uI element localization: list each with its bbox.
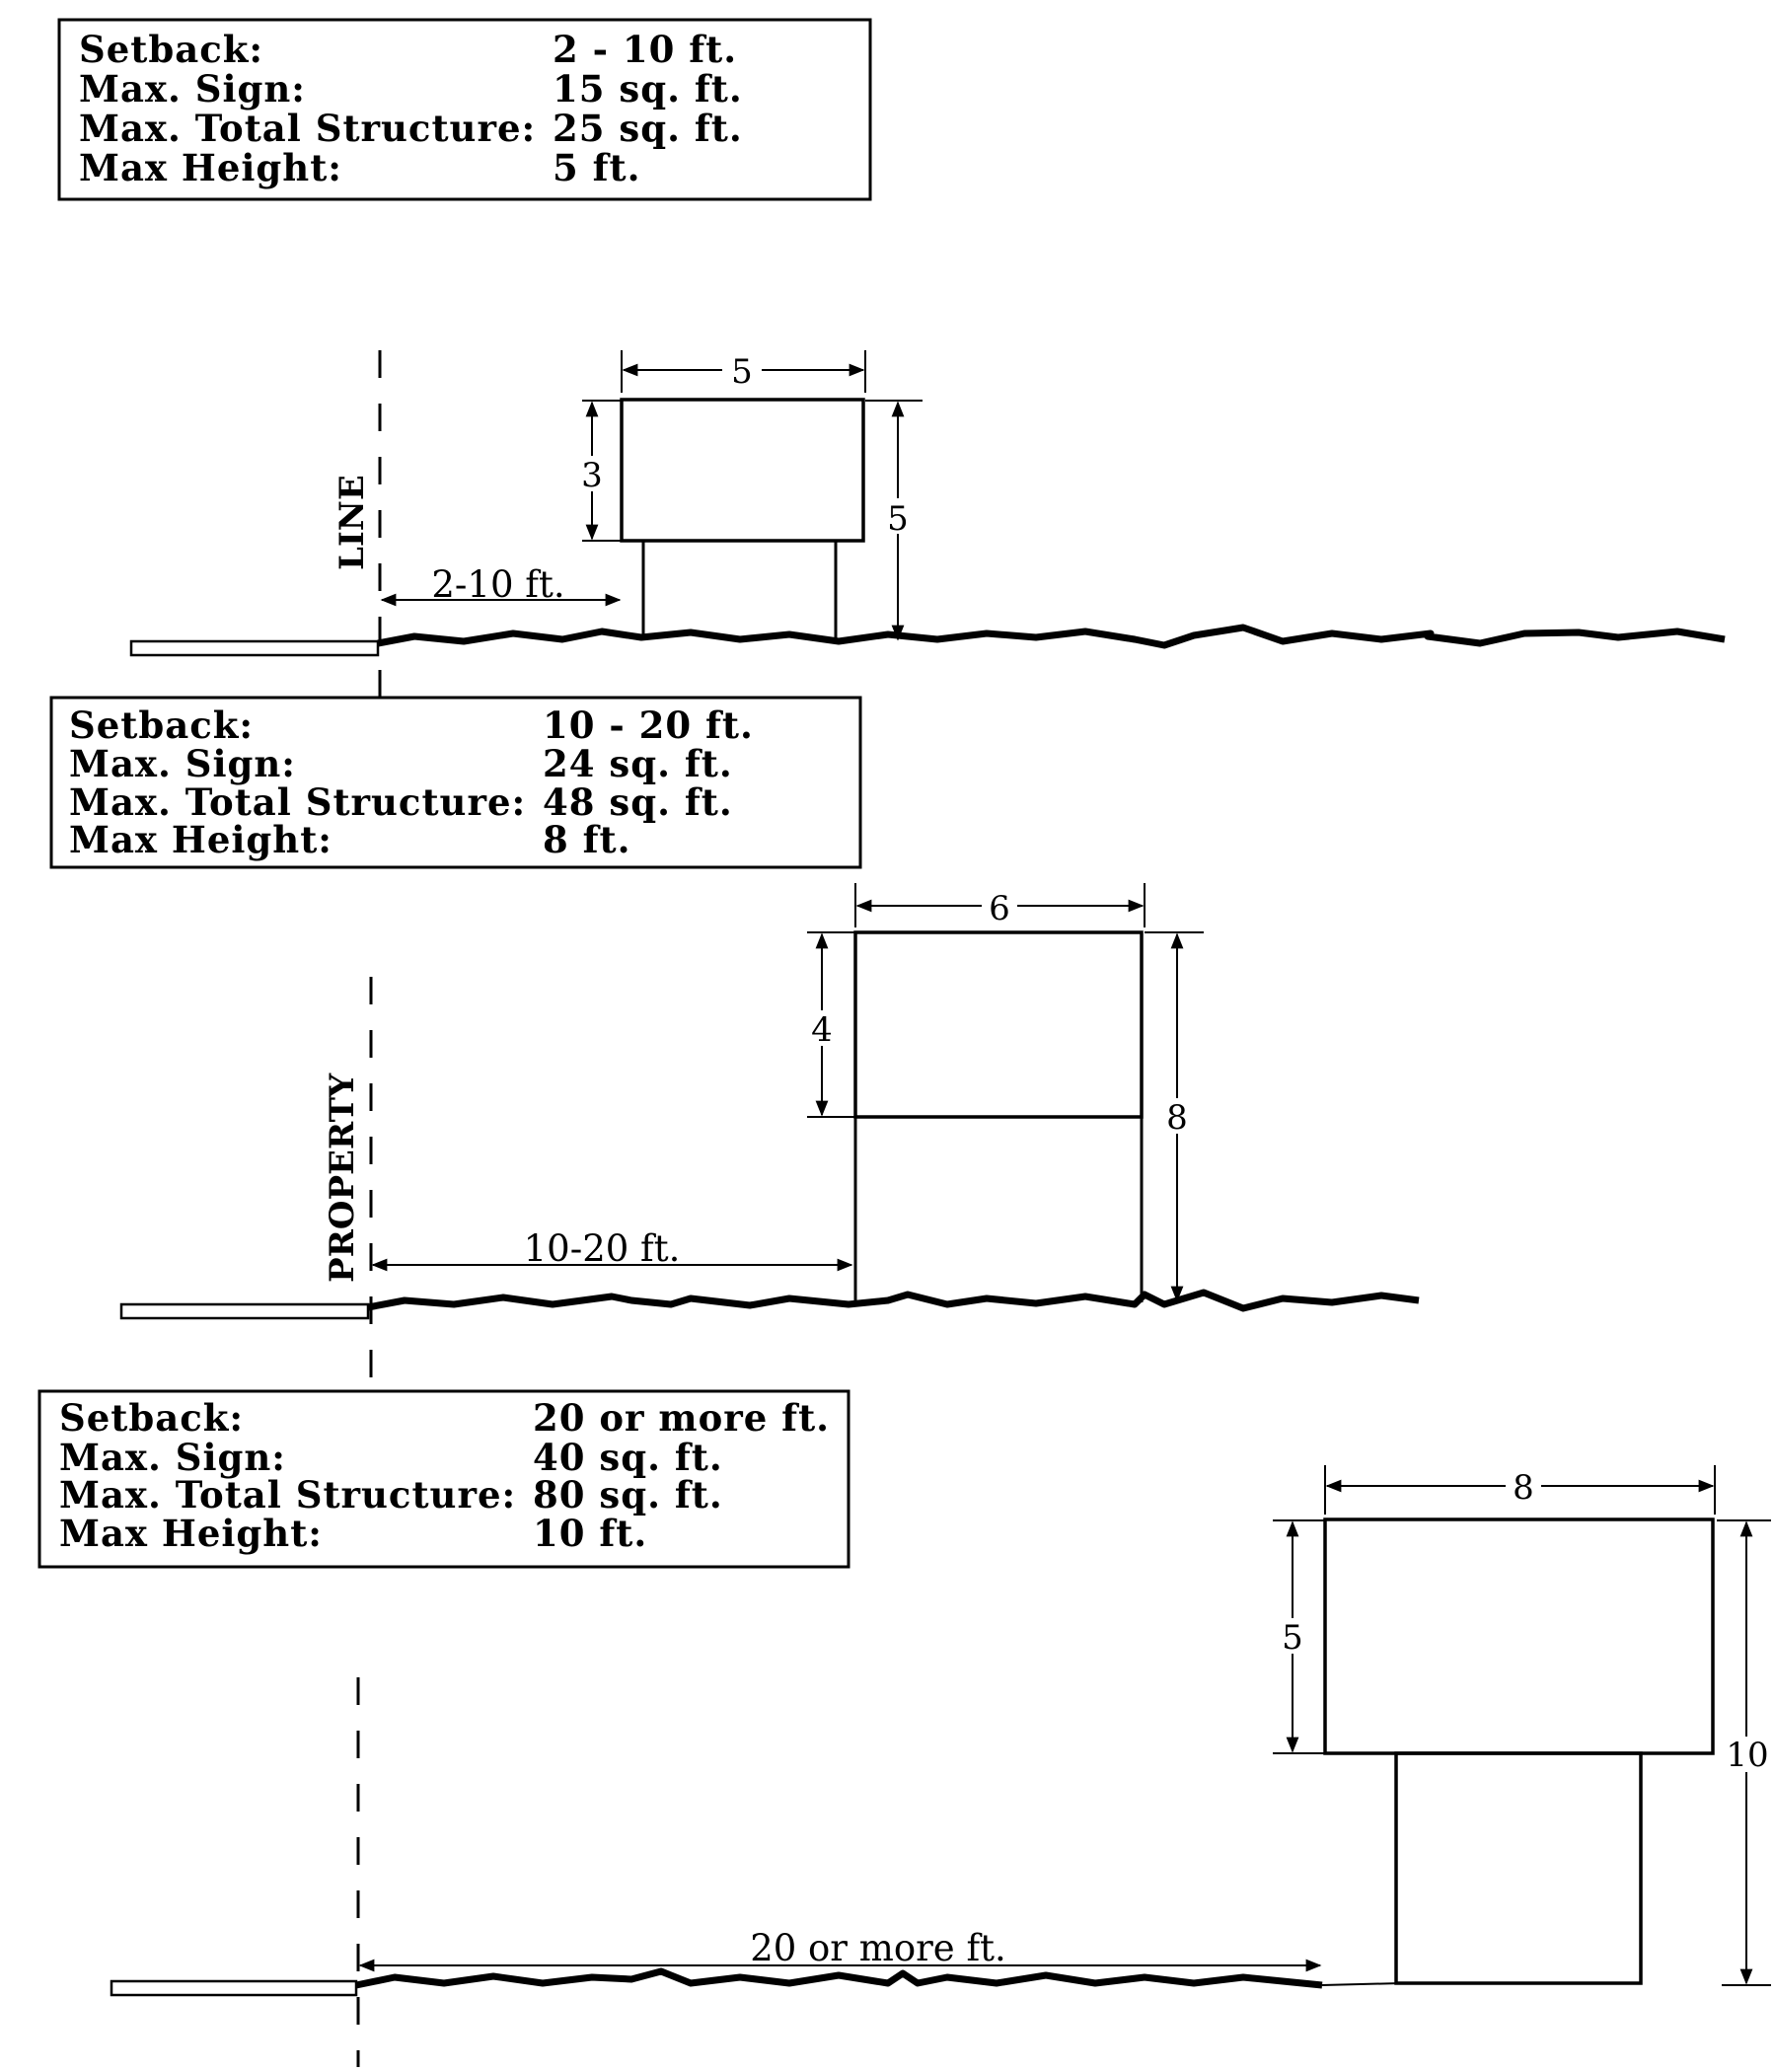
spec-value-max-sign: 15 sq. ft. (553, 67, 743, 111)
dim-label-bg (982, 888, 1017, 924)
spec-label-max-sign: Max. Sign: (59, 1436, 286, 1479)
dim-total-height-label-3: 10 (1726, 1736, 1768, 1775)
ground-3 (355, 1967, 1323, 1989)
dim-width-label-1: 5 (731, 352, 753, 392)
ground-3-thin (1321, 1982, 1402, 1986)
panel-3: Setback: 20 or more ft. Max. Sign: 40 sq… (37, 1389, 1771, 2067)
spec-value-max-structure: 25 sq. ft. (553, 107, 743, 150)
spec-value-setback: 20 or more ft. (533, 1396, 830, 1440)
panel-2: Setback: 10 - 20 ft. Max. Sign: 24 sq. f… (49, 696, 1420, 1396)
dim-label-bg (1725, 1737, 1770, 1772)
spec-label-max-height: Max Height: (69, 818, 333, 861)
spec-label-max-height: Max Height: (59, 1512, 323, 1555)
spec-box-2 (49, 696, 862, 869)
dim-label-bg (722, 350, 762, 388)
spec-box-1 (57, 18, 872, 201)
spec-label-setback: Setback: (59, 1396, 244, 1440)
dim-total-height-label-2: 8 (1166, 1098, 1188, 1138)
dim-setback-label-2: 10-20 ft. (524, 1227, 681, 1270)
ground-1 (377, 624, 1726, 649)
sign-face-1 (620, 398, 865, 543)
dim-label-bg (1279, 1618, 1306, 1654)
dim-label-bg (1163, 1098, 1191, 1134)
dim-setback-label-3: 20 or more ft. (750, 1927, 1006, 1969)
property-line-label: LINE (333, 475, 372, 570)
sign-face-3 (1323, 1517, 1715, 1755)
dim-setback-label-1: 2-10 ft. (431, 563, 564, 606)
curb-1 (129, 639, 380, 657)
curb-3 (110, 1979, 358, 1997)
dim-sign-height-label-2: 4 (811, 1010, 833, 1050)
spec-label-max-structure: Max. Total Structure: (79, 107, 536, 150)
dim-sign-height-label-3: 5 (1282, 1618, 1303, 1658)
spec-box-3 (37, 1389, 850, 1569)
spec-value-max-height: 10 ft. (533, 1512, 647, 1555)
sign-face-2 (853, 930, 1144, 1119)
spec-value-setback: 2 - 10 ft. (553, 28, 737, 71)
dim-label-bg (808, 1010, 836, 1046)
spec-value-max-structure: 80 sq. ft. (533, 1473, 723, 1517)
spec-label-max-structure: Max. Total Structure: (69, 780, 526, 824)
spec-label-setback: Setback: (69, 703, 254, 747)
spec-value-max-height: 5 ft. (553, 146, 641, 189)
spec-value-max-sign: 40 sq. ft. (533, 1436, 723, 1479)
dim-sign-height-label-1: 3 (581, 456, 603, 495)
property-line-label: PROPERTY (323, 1073, 362, 1283)
dim-total-height-label-1: 5 (887, 499, 909, 539)
spec-value-max-height: 8 ft. (543, 818, 631, 861)
dim-width-label-3: 8 (1513, 1468, 1534, 1508)
spec-label-max-sign: Max. Sign: (69, 742, 296, 785)
spec-value-setback: 10 - 20 ft. (543, 703, 754, 747)
sign-support-3 (1394, 1751, 1643, 1985)
dim-label-bg (578, 456, 606, 491)
spec-label-max-height: Max Height: (79, 146, 342, 189)
spec-label-max-sign: Max. Sign: (79, 67, 306, 111)
spec-value-max-structure: 48 sq. ft. (543, 780, 733, 824)
dim-label-bg (1506, 1468, 1541, 1504)
spec-label-max-structure: Max. Total Structure: (59, 1473, 516, 1517)
spec-value-max-sign: 24 sq. ft. (543, 742, 733, 785)
dim-width-label-2: 6 (989, 889, 1010, 928)
panel-1: Setback: 2 - 10 ft. Max. Sign: 15 sq. ft… (57, 18, 1726, 701)
curb-2 (119, 1302, 370, 1320)
spec-label-setback: Setback: (79, 28, 263, 71)
ground-2 (367, 1289, 1420, 1312)
dim-label-bg (884, 498, 912, 534)
